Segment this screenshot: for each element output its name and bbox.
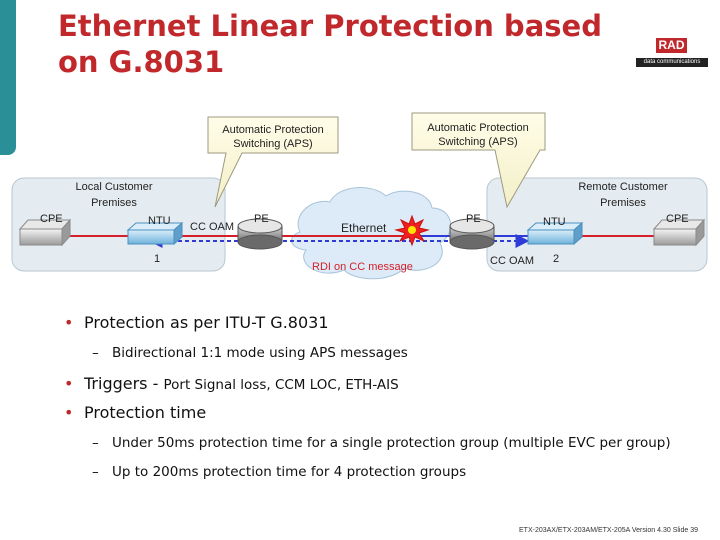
cpe-label-left: CPE [40,213,63,225]
bullet-triggers-text: Port Signal loss, CCM LOC, ETH-AIS [163,377,399,393]
bullet-marker: • [64,403,74,422]
ntu-device-left [126,221,184,246]
bullet-list: • Protection as per ITU-T G.8031 – Bidir… [60,312,700,483]
sub-bullet-50ms: – Under 50ms protection time for a singl… [60,433,672,454]
aps-label-right-2: Switching (APS) [438,136,517,148]
sub-bullet-bidirectional: – Bidirectional 1:1 mode using APS messa… [60,343,700,364]
logo-tagline: data communications [636,58,708,67]
remote-premises-label-2: Premises [600,197,646,209]
cpe-device-left [18,218,72,247]
ntu-label-left: NTU [148,215,171,227]
protection-diagram: Automatic Protection Switching (APS) Aut… [11,112,708,280]
aps-label-right-1: Automatic Protection [427,122,529,134]
router-icon-right [449,218,495,250]
sub-bullet-marker: – [92,464,99,480]
bullet-protection-time: • Protection time [60,402,700,424]
sub-bullet-marker: – [92,435,99,451]
sub-bullet-bidirectional-text: Bidirectional 1:1 mode using APS message… [112,345,408,361]
pe-label-left: PE [254,213,269,225]
fault-burst-core [408,226,416,234]
bullet-triggers: • Triggers - Port Signal loss, CCM LOC, … [60,373,700,396]
cloud-label: Ethernet [341,221,387,235]
bullet-protection-time-text: Protection time [84,403,207,422]
slide-title: Ethernet Linear Protection based on G.80… [58,8,618,80]
logo-brand: RAD [656,38,687,53]
slide-footer: ETX-203AX/ETX-203AM/ETX-205A Version 4.3… [519,527,698,534]
aps-callout-left [207,116,339,208]
bullet-marker: • [64,374,74,393]
local-premises-label-2: Premises [91,197,137,209]
rdi-label: RDI on CC message [312,261,413,273]
local-premises-label-1: Local Customer [75,181,152,193]
ntu-number-left: 1 [154,253,160,265]
rad-logo: RAD data communications [636,38,708,68]
bullet-protection: • Protection as per ITU-T G.8031 [60,312,700,334]
sub-bullet-200ms-text: Up to 200ms protection time for 4 protec… [112,464,467,480]
sub-bullet-200ms: – Up to 200ms protection time for 4 prot… [60,462,700,483]
title-line-1: Ethernet Linear Protection based [58,9,602,43]
cpe-device-right [652,218,706,247]
ntu-number-right: 2 [553,253,559,265]
ntu-device-right [526,221,584,246]
remote-premises-label-1: Remote Customer [578,181,668,193]
bullet-protection-text: Protection as per ITU-T G.8031 [84,313,329,332]
accent-bar [0,0,16,155]
cc-oam-label-left: CC OAM [190,221,234,233]
ntu-label-right: NTU [543,216,566,228]
aps-label-left-2: Switching (APS) [233,138,312,150]
cpe-label-right: CPE [666,213,689,225]
router-icon-left [237,218,283,250]
title-line-2: on G.8031 [58,45,225,79]
sub-bullet-50ms-text: Under 50ms protection time for a single … [112,435,671,451]
bullet-marker: • [64,313,74,332]
aps-callout-right [411,112,546,209]
bullet-triggers-lead: Triggers - [84,374,164,393]
pe-label-right: PE [466,213,481,225]
cc-oam-label-right: CC OAM [490,255,534,267]
sub-bullet-marker: – [92,345,99,361]
aps-label-left-1: Automatic Protection [222,124,324,136]
